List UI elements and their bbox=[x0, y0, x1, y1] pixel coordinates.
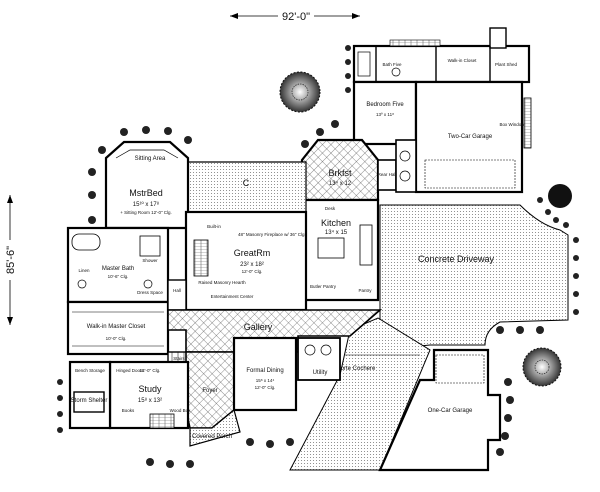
one-car-garage: One-Car Garage bbox=[378, 348, 502, 472]
linen-label: Linen bbox=[78, 268, 90, 273]
tree bbox=[548, 184, 572, 208]
dress-space-label: Dress Space bbox=[137, 290, 163, 295]
bedroom-five-label: Bedroom Five bbox=[366, 102, 404, 108]
desk-label: Desk bbox=[325, 206, 336, 211]
walkin-master-closet-clg: 10'-0" Clg. bbox=[106, 336, 127, 341]
raised-hearth-label: Raised Masonry Hearth bbox=[198, 280, 246, 285]
built-in-label: Built-in bbox=[207, 224, 221, 229]
box-window-label: Box Window bbox=[499, 122, 525, 127]
width-dimension: 92'-0" bbox=[230, 9, 360, 23]
covered-porch-label: Covered Porch bbox=[192, 434, 232, 440]
utility-label: Utility bbox=[313, 370, 328, 376]
mstrbed-label: MstrBed bbox=[129, 188, 163, 198]
formal-dining-label: Formal Dining bbox=[246, 368, 283, 374]
bedroom-five-size: 13º x 11⁸ bbox=[376, 112, 394, 117]
gallery-label: Gallery bbox=[244, 322, 273, 332]
depth-label: 85'-6" bbox=[5, 246, 17, 274]
butler-pantry-label: Butler Pantry bbox=[310, 284, 337, 289]
main-house-labels: Sitting Area MstrBed 15¹º x 17⁸ + Sittin… bbox=[71, 156, 328, 440]
porte-cochere-label: Porte Cochere bbox=[337, 366, 376, 372]
tree bbox=[522, 347, 562, 387]
formal-dining-size: 15⁸ x 14⁴ bbox=[256, 378, 275, 383]
bath-five-label: Bath Five bbox=[382, 62, 402, 67]
study-clg: 12'-0" Clg. bbox=[140, 368, 161, 373]
stairs-label: Stairs bbox=[173, 356, 185, 361]
depth-dimension: 85'-6" bbox=[3, 195, 17, 325]
two-car-garage-label: Two-Car Garage bbox=[448, 134, 493, 140]
books-label: Books bbox=[122, 408, 135, 413]
foyer-label: Foyer bbox=[202, 388, 217, 394]
walkin-closet-upper-label: Walk-in Closet bbox=[448, 58, 478, 63]
study-label: Study bbox=[138, 384, 162, 394]
rear-hall-label: Rear Hall bbox=[378, 172, 397, 177]
sitting-area-label: Sitting Area bbox=[135, 156, 166, 162]
fireplace-label: 48" Masonry Fireplace w/ 36" Clg. bbox=[238, 232, 306, 237]
main-house bbox=[66, 140, 383, 447]
hall-label: Hall bbox=[173, 288, 181, 293]
wood-box-label: Wood Box bbox=[170, 408, 191, 413]
covered-patio: C bbox=[185, 161, 307, 213]
master-bath-label: Master Bath bbox=[102, 266, 134, 272]
covered-patio-label: C bbox=[243, 178, 250, 188]
kitchen-label: Kitchen bbox=[321, 218, 351, 228]
width-label: 92'-0" bbox=[282, 11, 310, 23]
mstrbed-size: 15¹º x 17⁸ bbox=[133, 201, 160, 208]
greatrm-clg: 12'-0" Clg. bbox=[242, 269, 263, 274]
walkin-master-closet-label: Walk-in Master Closet bbox=[87, 324, 146, 330]
landscaping bbox=[57, 45, 579, 471]
tree bbox=[279, 71, 321, 113]
plant-shed-label: Plant Shed bbox=[495, 62, 518, 67]
mstrbed-note: + Sitting Room 12'-0" Clg. bbox=[120, 210, 172, 215]
hinged-doors-label: Hinged Doors bbox=[116, 368, 144, 373]
storm-shelter-label: Storm Shelter bbox=[71, 398, 108, 404]
garage-wing: Bath Five Walk-in Closet Plant Shed Bedr… bbox=[352, 27, 532, 194]
entertainment-center-label: Entertainment Center bbox=[211, 294, 254, 299]
shower-label: Shower bbox=[142, 258, 158, 263]
master-bath-clg: 10'-6" Clg. bbox=[108, 274, 129, 279]
brkfst-size: 13⁴ x 12 bbox=[329, 180, 352, 187]
kitchen-size: 13⁴ x 15 bbox=[325, 229, 348, 236]
concrete-driveway-label: Concrete Driveway bbox=[418, 254, 495, 264]
bench-storage-label: Bench Storage bbox=[75, 368, 105, 373]
formal-dining-clg: 12'-0" Clg. bbox=[255, 385, 276, 390]
study-size: 15⁸ x 13² bbox=[138, 397, 162, 404]
brkfst-label: Brkfst bbox=[328, 168, 352, 178]
one-car-garage-label: One-Car Garage bbox=[428, 408, 473, 414]
kitchen-block: Brkfst 13⁴ x 12 Kitchen 13⁴ x 15 Rear Ha… bbox=[300, 138, 417, 302]
concrete-driveway-area bbox=[379, 204, 569, 351]
greatrm-size: 23² x 18² bbox=[240, 262, 264, 268]
greatrm-label: GreatRm bbox=[234, 248, 271, 258]
pantry-label: Pantry bbox=[358, 288, 372, 293]
